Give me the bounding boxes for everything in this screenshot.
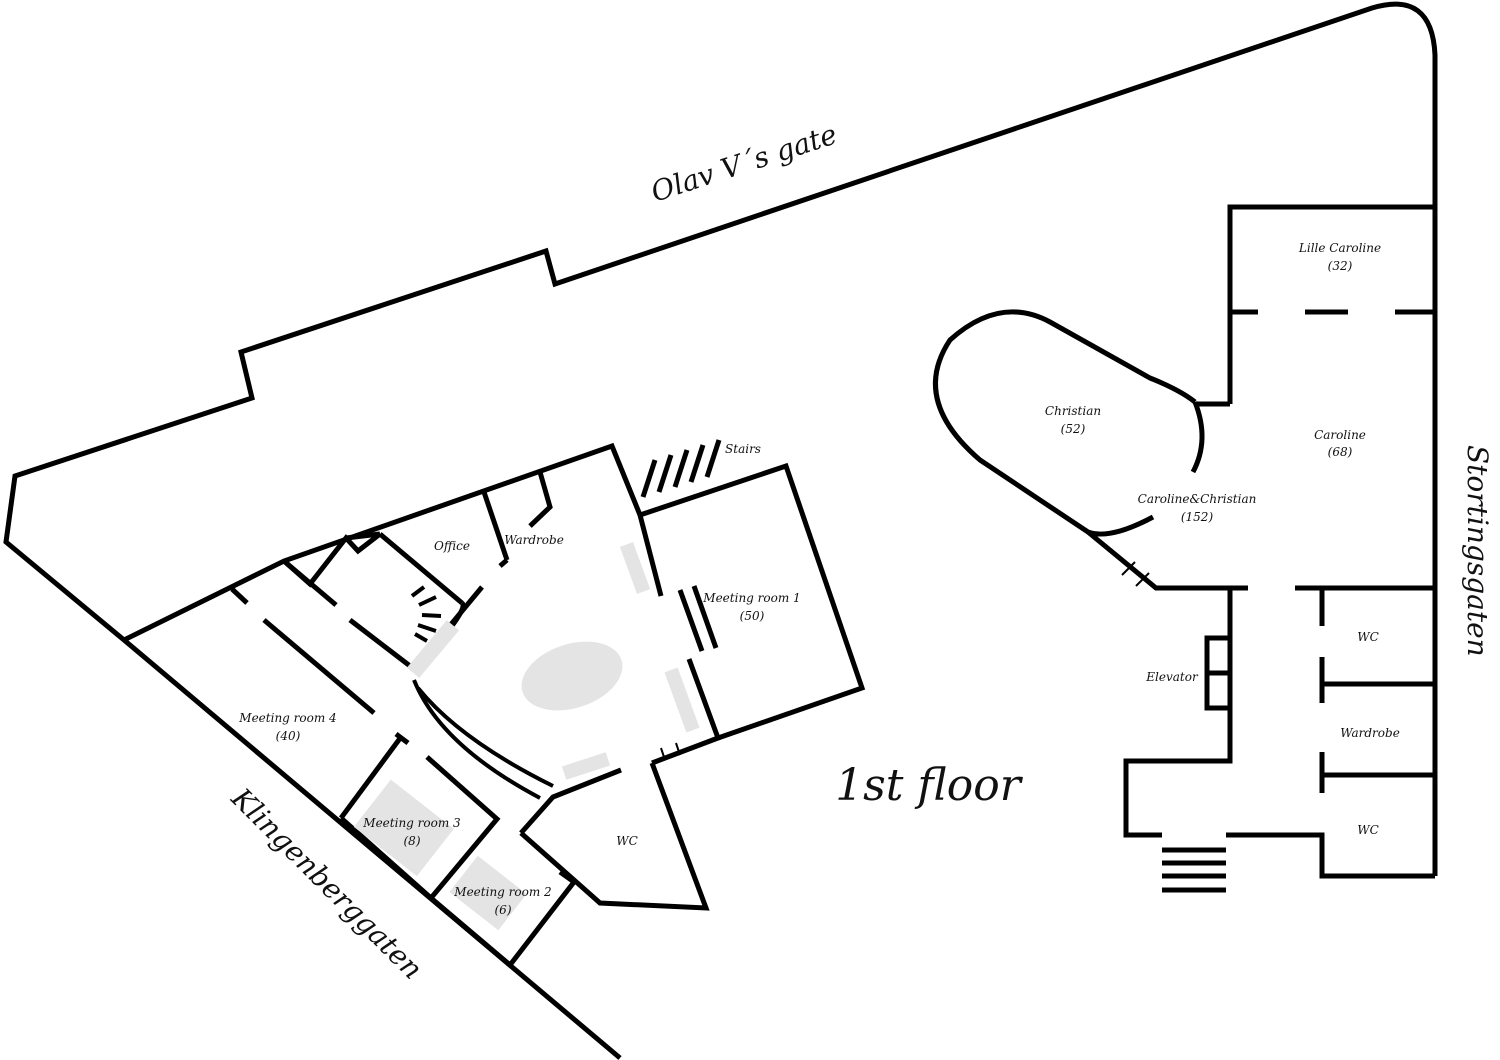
room-caroline-christian-capacity: (152) bbox=[1181, 510, 1214, 524]
building-outline bbox=[3, 1, 1438, 1060]
furniture bbox=[353, 542, 700, 931]
room-lille-caroline-name: Lille Caroline bbox=[1298, 241, 1381, 255]
stairs-west bbox=[640, 439, 722, 498]
elevator-label: Elevator bbox=[1145, 670, 1199, 684]
room-wc-west-name: WC bbox=[616, 834, 638, 848]
east-wing-walls bbox=[933, 204, 1435, 879]
room-meeting-3-capacity: (8) bbox=[404, 834, 421, 848]
room-wc-east-bottom-name: WC bbox=[1357, 823, 1379, 837]
floor-title: 1st floor bbox=[835, 760, 1024, 811]
room-meeting-4-name: Meeting room 4 bbox=[238, 711, 336, 725]
room-meeting-4-capacity: (40) bbox=[276, 729, 301, 743]
room-meeting-2-capacity: (6) bbox=[495, 903, 512, 917]
door-ticks-west bbox=[660, 742, 681, 761]
room-office-name: Office bbox=[434, 539, 470, 553]
room-wardrobe-west-name: Wardrobe bbox=[504, 533, 564, 547]
room-meeting-3-name: Meeting room 3 bbox=[362, 816, 461, 830]
room-caroline-name: Caroline bbox=[1314, 428, 1366, 442]
stairs-label: Stairs bbox=[725, 442, 761, 456]
room-wardrobe-east-name: Wardrobe bbox=[1340, 726, 1400, 740]
room-meeting-1-name: Meeting room 1 bbox=[702, 591, 800, 605]
room-wc-east-top-name: WC bbox=[1357, 630, 1379, 644]
street-label-east: Stortingsgaten bbox=[1461, 445, 1494, 657]
room-christian-name: Christian bbox=[1045, 404, 1101, 418]
room-meeting-2-name: Meeting room 2 bbox=[453, 885, 551, 899]
room-christian-capacity: (52) bbox=[1061, 422, 1086, 436]
west-wing-walls bbox=[122, 442, 866, 969]
room-caroline-christian-name: Caroline&Christian bbox=[1138, 492, 1257, 506]
spiral-stairs bbox=[410, 585, 442, 643]
room-lille-caroline-capacity: (32) bbox=[1328, 259, 1353, 273]
room-caroline-capacity: (68) bbox=[1328, 445, 1353, 459]
stairs-east bbox=[1162, 847, 1226, 893]
room-meeting-1-capacity: (50) bbox=[740, 609, 765, 623]
